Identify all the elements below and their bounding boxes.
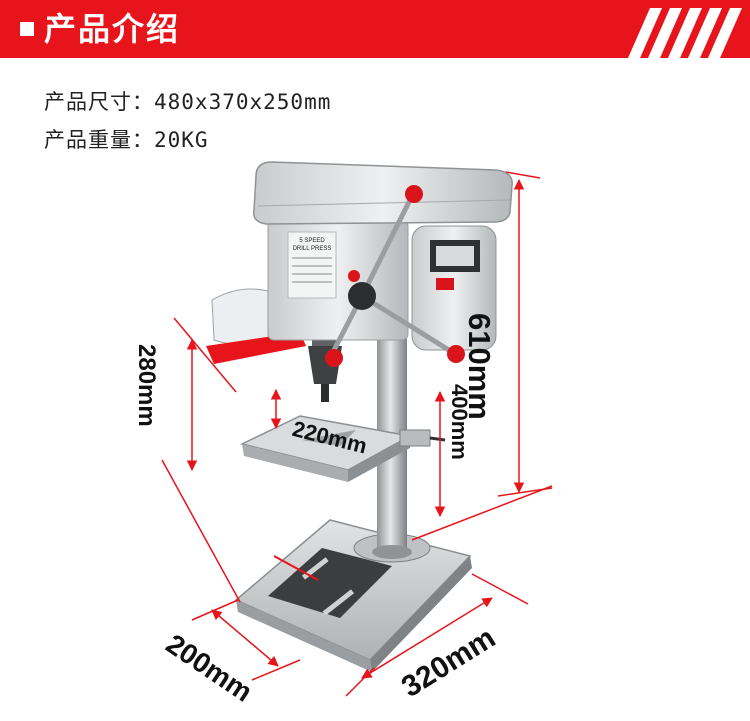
spec-weight-label: 产品重量： [44,128,154,152]
stripes-decoration [628,8,742,58]
dim-spindle-travel: 400mm [447,384,472,460]
spec-size: 产品尺寸：480x370x250mm [44,86,331,116]
dim-table-depth: 280mm [133,344,160,427]
spec-weight: 产品重量：20KG [44,124,209,154]
header-banner: 产品介绍 [0,0,750,58]
column [377,300,407,552]
dimension-lines [161,171,553,697]
spec-weight-value: 20KG [154,128,209,152]
work-table [239,415,446,482]
machine-label-line1: 5 SPEED [299,238,325,244]
spec-size-label: 产品尺寸： [44,90,154,114]
feed-handles [325,185,465,367]
bullet-square-icon [20,22,34,36]
page-title: 产品介绍 [44,10,181,48]
machine-label-line2: DRILL PRESS [293,246,332,252]
header-background [0,0,750,58]
spec-size-value: 480x370x250mm [154,90,332,114]
base-pointer [273,555,319,581]
